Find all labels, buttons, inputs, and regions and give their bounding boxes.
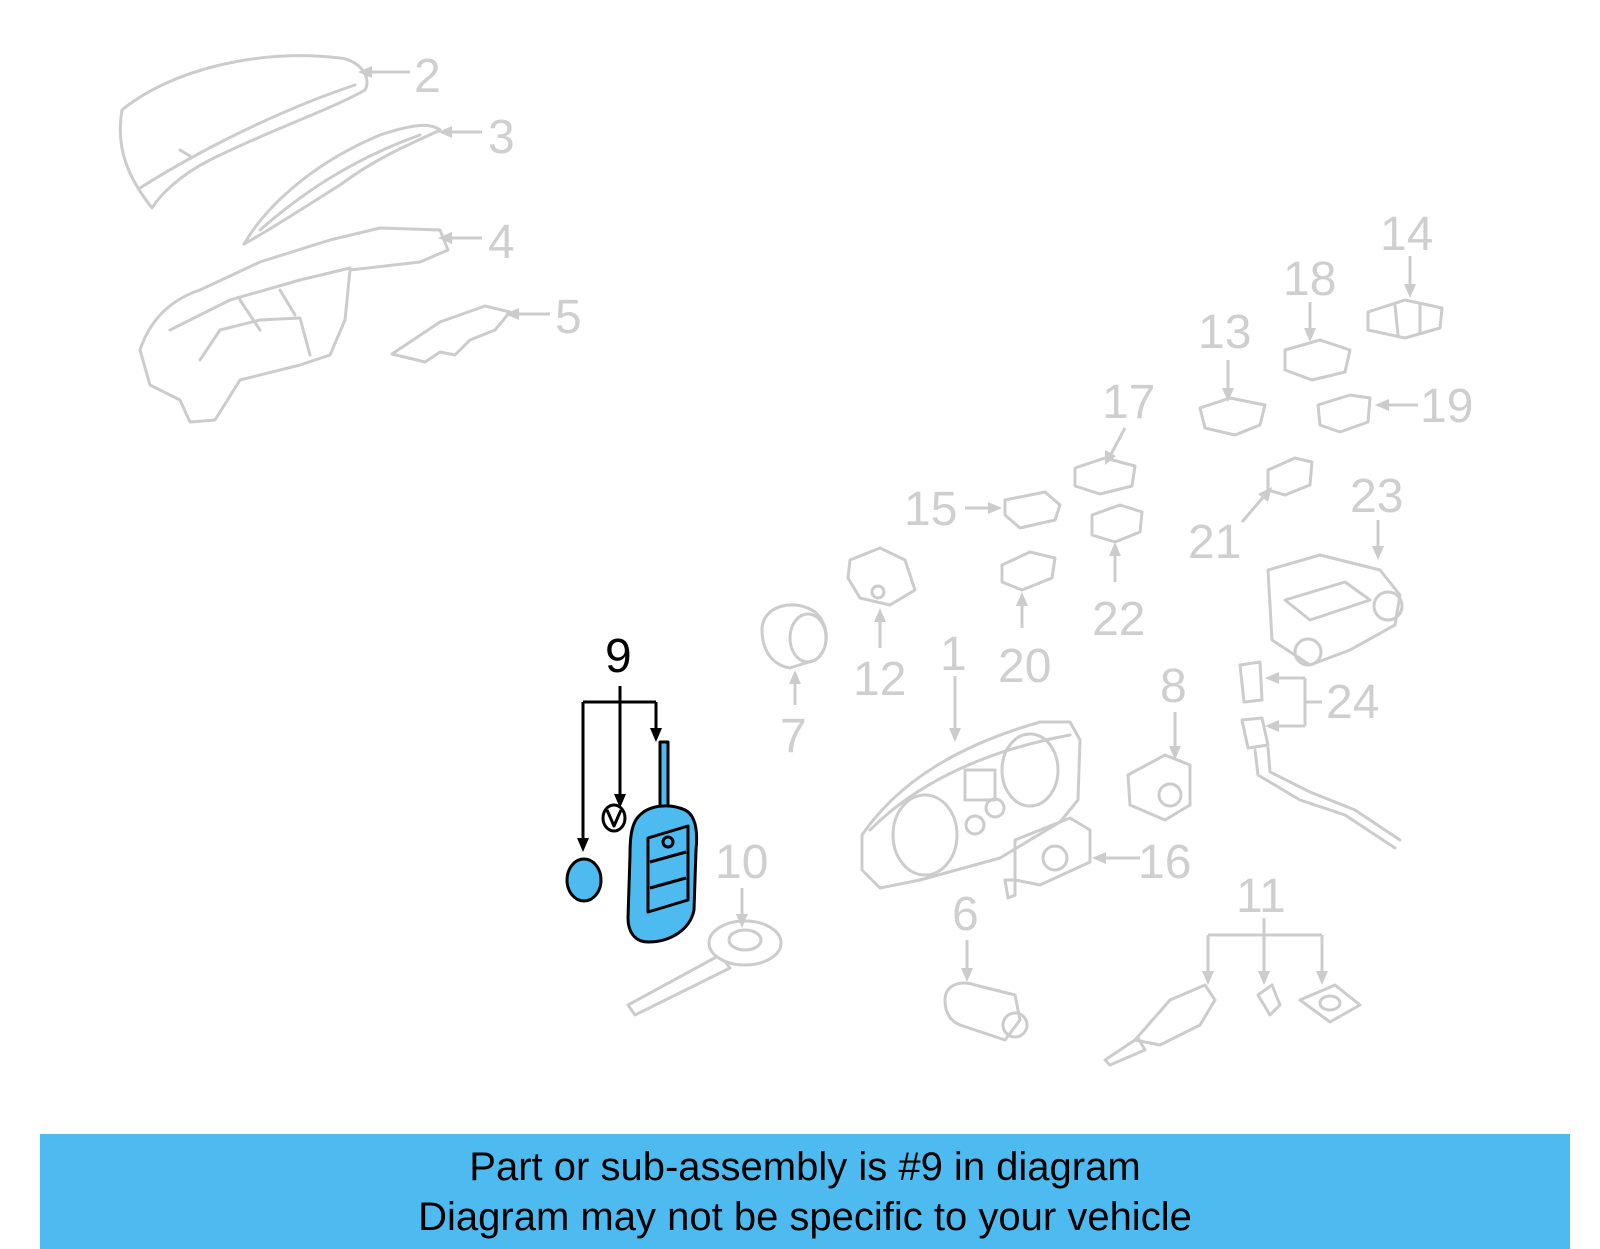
part-7-knob — [760, 603, 828, 670]
callout-7: 7 — [780, 710, 807, 763]
part-13-switch — [1198, 396, 1267, 437]
callout-1: 1 — [940, 628, 967, 681]
callout-6: 6 — [952, 888, 979, 941]
callout-9: 9 — [605, 630, 632, 683]
callout-8: 8 — [1160, 660, 1187, 713]
part-16-control-module — [1003, 816, 1092, 900]
part-6-sensor — [943, 981, 1029, 1042]
part-4-carrier-frame — [138, 226, 450, 424]
callout-21: 21 — [1188, 516, 1241, 569]
callout-11: 11 — [1236, 870, 1286, 923]
callout-15: 15 — [904, 483, 957, 536]
banner-part-note: Part or sub-assembly is #9 in diagram — [469, 1145, 1141, 1189]
ghost-leaders — [358, 66, 1418, 985]
callout-22: 22 — [1092, 593, 1145, 646]
callout-24: 24 — [1326, 676, 1379, 729]
part-9-remote-key[interactable] — [626, 740, 699, 944]
part-5-bracket — [390, 304, 512, 364]
part-20-switch — [1000, 550, 1057, 592]
part-8-connector — [1126, 753, 1192, 822]
part-23-climate-panel — [1266, 553, 1404, 667]
callout-12: 12 — [853, 653, 906, 706]
callout-10: 10 — [715, 836, 768, 889]
callout-3: 3 — [488, 111, 515, 164]
callout-19: 19 — [1420, 380, 1473, 433]
part-9-battery[interactable] — [565, 857, 603, 903]
callout-18: 18 — [1283, 253, 1336, 306]
callout-20: 20 — [998, 640, 1051, 693]
part-24-sensor-cable — [1238, 660, 1402, 850]
callout-23: 23 — [1350, 470, 1403, 523]
callout-4: 4 — [488, 216, 515, 269]
part-14-switch — [1366, 298, 1444, 340]
part-22-switch — [1090, 503, 1144, 544]
part-2-trim-cover — [118, 54, 369, 210]
callout-5: 5 — [555, 291, 582, 344]
callout-16: 16 — [1138, 836, 1191, 889]
banner-disclaimer: Diagram may not be specific to your vehi… — [418, 1195, 1192, 1239]
part-3-trim-strip — [242, 124, 442, 246]
callout-14: 14 — [1380, 208, 1433, 261]
part-21-switch — [1266, 456, 1314, 497]
callout-2: 2 — [414, 50, 441, 103]
part-12-switch — [846, 546, 917, 607]
info-banner: Part or sub-assembly is #9 in diagram Di… — [40, 1134, 1570, 1249]
callout-13: 13 — [1198, 306, 1251, 359]
part-18-switch — [1283, 338, 1352, 382]
callout-17: 17 — [1102, 376, 1155, 429]
callout-labels: 2 3 4 5 1 6 7 8 9 10 11 12 13 14 15 16 1… — [414, 50, 1473, 941]
part-15-switch — [1003, 490, 1062, 530]
part-9-leaders — [577, 686, 662, 852]
part-19-switch — [1316, 393, 1372, 434]
part-11-switch-assembly — [1103, 983, 1362, 1067]
part-9-logo-badge[interactable] — [601, 803, 627, 833]
part-1-instrument-cluster — [860, 720, 1082, 890]
